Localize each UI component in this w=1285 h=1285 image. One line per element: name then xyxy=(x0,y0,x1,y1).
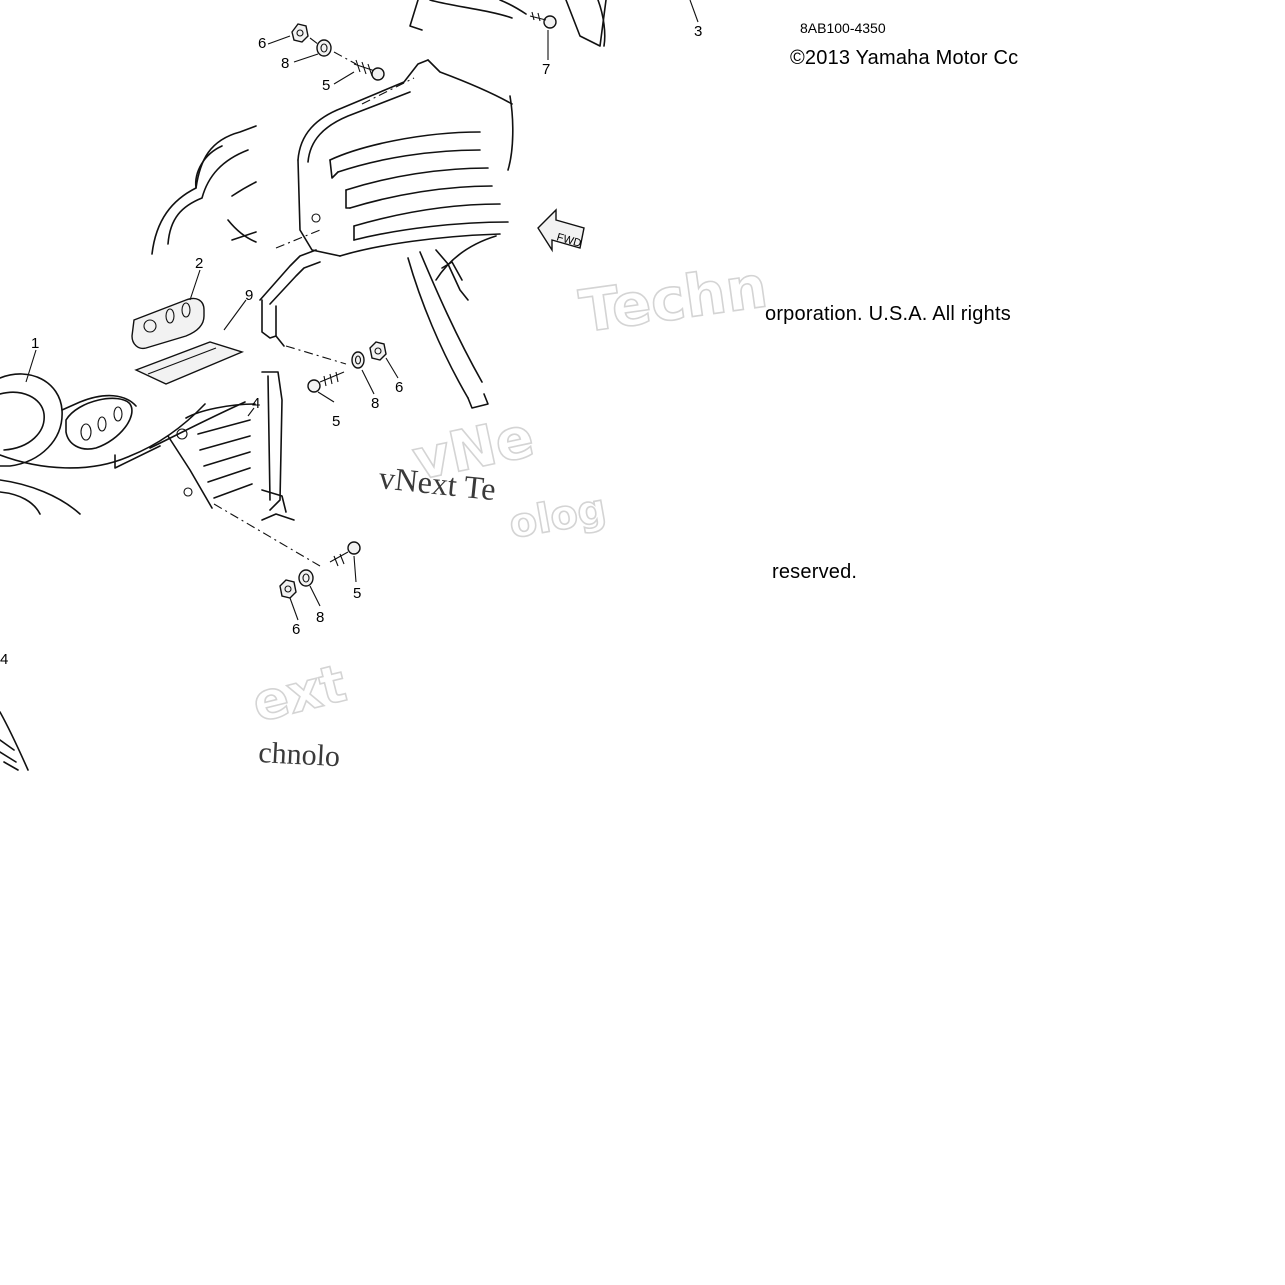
nut-middle xyxy=(369,341,387,361)
washer-upper xyxy=(316,39,332,57)
fender-stay xyxy=(259,249,321,347)
insulation-pad xyxy=(134,341,245,385)
callout-1: 1 xyxy=(31,335,39,352)
watermark-lower-serif: chnolo xyxy=(258,736,341,773)
washer-lower xyxy=(298,569,314,587)
callout-4-lower: 4 xyxy=(0,651,8,668)
nut-upper xyxy=(291,23,309,43)
callout-4-fender: 4 xyxy=(252,395,260,412)
side-strip xyxy=(261,371,295,521)
bolt-upper xyxy=(353,59,385,81)
callout-6-upper: 6 xyxy=(258,35,266,52)
mudguard-curve xyxy=(407,235,497,409)
callout-leaders xyxy=(25,0,699,621)
callout-5-lower: 5 xyxy=(353,585,361,602)
front-fender-grille xyxy=(275,0,514,257)
callout-5-middle: 5 xyxy=(332,413,340,430)
grille-fragment xyxy=(0,711,29,771)
gasket-plate xyxy=(131,297,205,350)
washer-middle xyxy=(351,351,365,369)
bolt-middle xyxy=(307,371,345,393)
tile-gaps xyxy=(516,96,636,216)
callout-6-middle: 6 xyxy=(395,379,403,396)
callout-8-lower: 8 xyxy=(316,609,324,626)
callout-7: 7 xyxy=(542,61,550,78)
watermark-middle-lower: olog xyxy=(506,486,610,548)
callout-8-upper: 8 xyxy=(281,55,289,72)
copyright-line-2: orporation. U.S.A. All rights xyxy=(765,303,1011,325)
callout-labels: 1 2 3 4 4 5 5 5 6 6 6 7 8 8 8 9 xyxy=(0,23,702,668)
callout-8-middle: 8 xyxy=(371,395,379,412)
leader-middle xyxy=(285,345,347,365)
rear-panel xyxy=(499,0,607,47)
watermark-upper: Techn xyxy=(575,252,771,346)
callout-9: 9 xyxy=(245,287,253,304)
nut-lower xyxy=(279,579,297,599)
copyright-line-3: reserved. xyxy=(772,561,857,583)
leader-lower xyxy=(213,503,321,567)
callout-2: 2 xyxy=(195,255,203,272)
watermark-lower-outline: ext xyxy=(247,654,352,735)
callout-6-lower: 6 xyxy=(292,621,300,638)
bolt-top-right xyxy=(529,11,557,29)
headlight-housing xyxy=(0,373,256,515)
upper-cowl xyxy=(151,125,257,255)
copyright-line-1: ©2013 Yamaha Motor Cc xyxy=(790,47,1018,69)
diagram-code: 8AB100-4350 xyxy=(800,20,886,36)
bolt-lower xyxy=(329,541,361,567)
leader-upper xyxy=(309,37,357,65)
callout-5-upper: 5 xyxy=(322,77,330,94)
callout-3: 3 xyxy=(694,23,702,40)
